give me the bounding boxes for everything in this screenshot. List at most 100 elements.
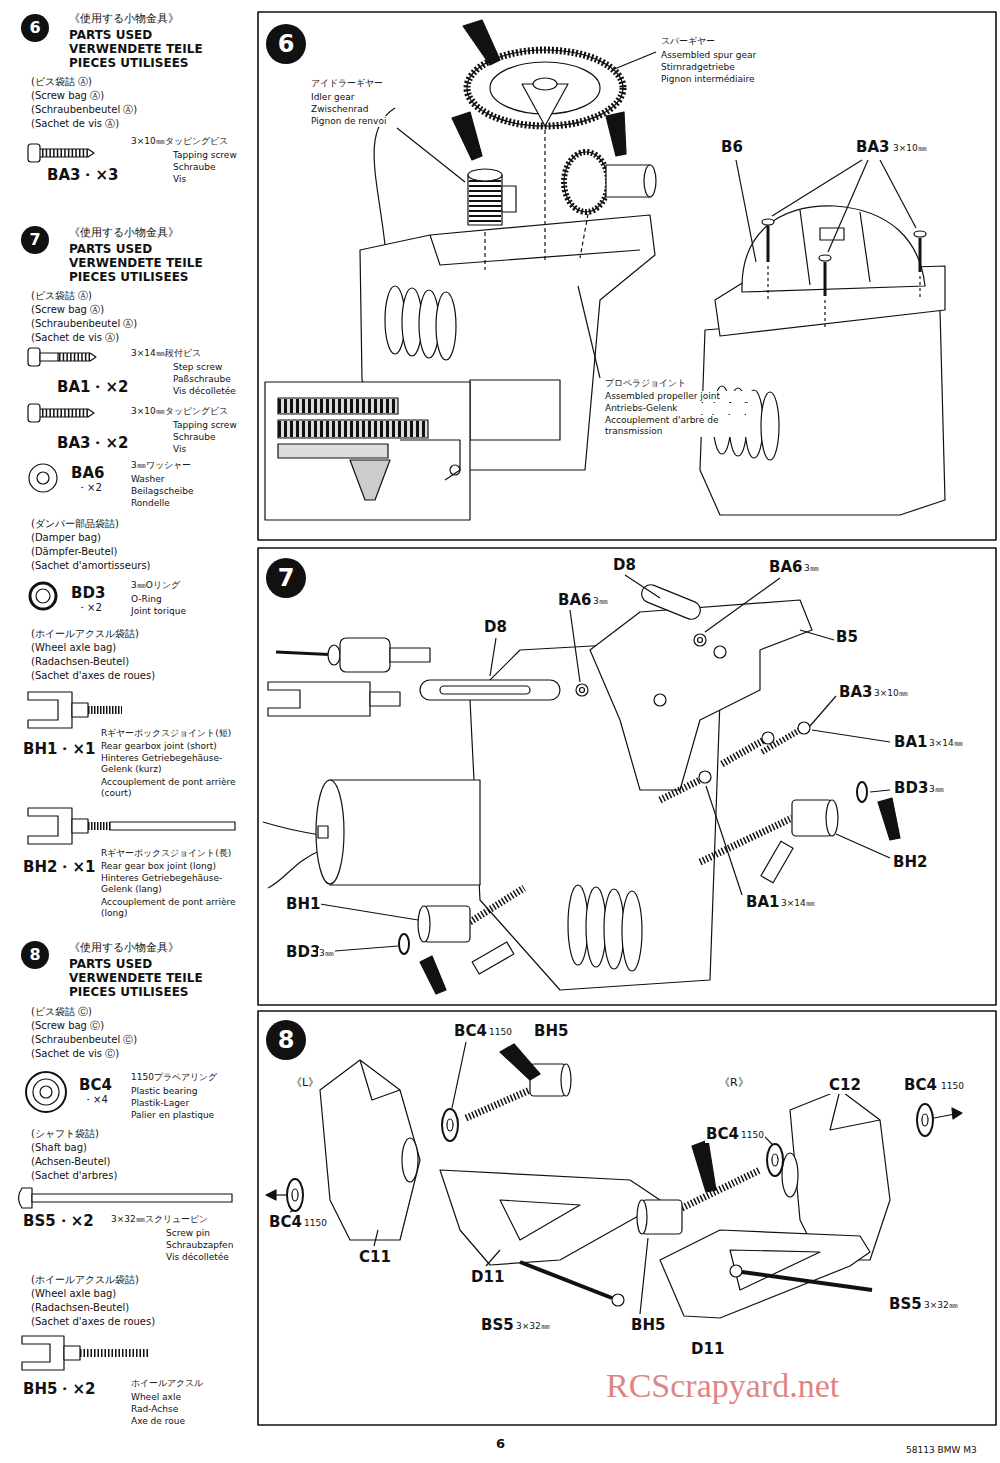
tapping-screw-icon	[28, 144, 94, 162]
part-note: (Sachet de vis Ⓐ)	[30, 118, 120, 130]
part-code: BC4	[268, 1213, 303, 1231]
part-note: (シャフト袋詰)	[30, 1128, 100, 1140]
part-note: Schraube	[172, 432, 217, 443]
section-header: PIECES UTILISEES	[68, 270, 189, 284]
part-note: 3×14㎜	[780, 898, 816, 909]
part-note: ・×2	[76, 602, 103, 614]
section-header: 《使用する小物金具》	[68, 226, 180, 239]
part-note: 3×10㎜タッピングビス	[130, 136, 229, 147]
part-note: Rondelle	[130, 498, 171, 509]
part-note: スパーギヤー	[660, 36, 716, 47]
part-note: Pignon intermédiaire	[660, 74, 756, 85]
section-header: 《使用する小物金具》	[68, 941, 180, 954]
part-note: Vis décolletée	[172, 386, 237, 397]
part-note: (ホイールアクスル袋詰)	[30, 1274, 140, 1286]
part-code: BC4	[78, 1076, 113, 1094]
part-note: (Dämpfer-Beutel)	[30, 546, 118, 558]
part-note: (ホイールアクスル袋詰)	[30, 628, 140, 640]
part-note: Paßschraube	[172, 374, 232, 385]
section-header: VERWENDETE TEILE	[68, 42, 204, 56]
part-code: BA3	[838, 683, 873, 701]
part-note: Rギヤーボックスジョイント(短)	[100, 728, 232, 739]
part-note: Vis	[172, 174, 187, 185]
part-note: 3×10㎜	[873, 688, 909, 699]
step-screw-icon	[28, 348, 96, 366]
part-note: 1150	[303, 1218, 328, 1229]
part-note: Axe de roue	[130, 1416, 186, 1427]
part-code: BH2	[892, 853, 928, 871]
part-code: BS5・×2	[22, 1212, 95, 1230]
part-note: Pignon de renvoi	[310, 116, 387, 127]
step-number: 8	[29, 947, 40, 963]
part-note: 3×32㎜	[515, 1321, 551, 1332]
part-note: 3㎜Oリング	[130, 580, 181, 591]
part-note: (Schraubenbeutel Ⓐ)	[30, 318, 138, 330]
step-number-circle: 6	[266, 24, 306, 64]
gearbox-illustration	[265, 20, 656, 520]
part-note: Rear gear box joint (long)	[100, 861, 217, 872]
part-code: BH5	[533, 1022, 569, 1040]
part-note: ・×4	[82, 1094, 109, 1106]
part-note: アイドラーギヤー	[310, 78, 384, 89]
part-code: BC4	[903, 1076, 938, 1094]
part-note: (Sachet d'amortisseurs)	[30, 560, 152, 572]
part-note: (Shaft bag)	[30, 1142, 88, 1154]
part-note: 3×10㎜	[892, 143, 928, 154]
part-note: Plastik-Lager	[130, 1098, 190, 1109]
section-header: PIECES UTILISEES	[68, 56, 189, 70]
motor-gearbox-illustration	[263, 575, 900, 994]
part-note: 1150	[740, 1130, 765, 1141]
step-number: 7	[29, 232, 40, 248]
step-number-circle: 8	[21, 941, 49, 969]
part-note: (Sachet de vis Ⓐ)	[30, 332, 120, 344]
part-code: B6	[720, 138, 744, 156]
part-note: Palier en plastique	[130, 1110, 215, 1121]
part-note: (Schraubenbeutel Ⓒ)	[30, 1034, 138, 1046]
section-header: PARTS USED	[68, 957, 153, 971]
part-code: BA1・×2	[56, 378, 129, 396]
part-code: BH2・×1	[22, 858, 96, 876]
part-code: BC4	[705, 1125, 740, 1143]
part-note: Schraube	[172, 162, 217, 173]
part-code: BD3	[893, 779, 929, 797]
part-code: BD3	[285, 943, 321, 961]
part-code: BS5	[888, 1295, 923, 1313]
step-number-circle: 7	[266, 558, 306, 598]
part-note: (Sachet d'axes de roues)	[30, 1316, 156, 1328]
part-code: BD3	[70, 584, 106, 602]
part-note: (Screw bag Ⓐ)	[30, 90, 105, 102]
part-code: B5	[835, 628, 859, 646]
part-note: 3×10㎜タッピングビス	[130, 406, 229, 417]
part-note: (Schraubenbeutel Ⓐ)	[30, 104, 138, 116]
part-note: 3×14㎜段付ビス	[130, 348, 202, 359]
part-note: 3㎜	[803, 563, 820, 574]
part-note: Stirnradgetriebe	[660, 62, 736, 73]
part-note: Assembled spur gear	[660, 50, 757, 61]
section-header: 《使用する小物金具》	[68, 12, 180, 25]
part-note: 3㎜	[592, 596, 609, 607]
joint-long-icon	[28, 808, 235, 844]
section-header: PARTS USED	[68, 242, 153, 256]
part-note: Accouplement de pont arrière (long)	[100, 897, 252, 919]
joint-short-icon	[28, 692, 122, 728]
part-code: C12	[828, 1076, 862, 1094]
section-header: PIECES UTILISEES	[68, 985, 189, 999]
part-note: (ビス袋詰 Ⓐ)	[30, 76, 93, 88]
step-number: 8	[278, 1028, 295, 1052]
part-code: C11	[358, 1248, 392, 1266]
part-note: Rear gearbox joint (short)	[100, 741, 218, 752]
part-note: Hinteres Getriebegehäuse-Gelenk (kurz)	[100, 753, 252, 775]
part-note: Tapping screw	[172, 420, 238, 431]
part-note: 3×32㎜	[923, 1300, 959, 1311]
part-code: BH1	[285, 895, 321, 913]
o-ring-icon	[30, 583, 56, 609]
part-note: 3㎜	[318, 948, 335, 959]
part-note: Assembled propeller joint	[604, 391, 756, 402]
part-note: 《L》	[290, 1076, 320, 1089]
part-note: Accouplement d'arbre de transmission	[604, 415, 756, 437]
part-code: BA3・×3	[46, 166, 119, 184]
part-code: BH5・×2	[22, 1380, 96, 1398]
part-note: (Sachet de vis Ⓒ)	[30, 1048, 120, 1060]
part-note: Schraubzapfen	[165, 1240, 234, 1251]
part-note: ・×2	[76, 482, 103, 494]
